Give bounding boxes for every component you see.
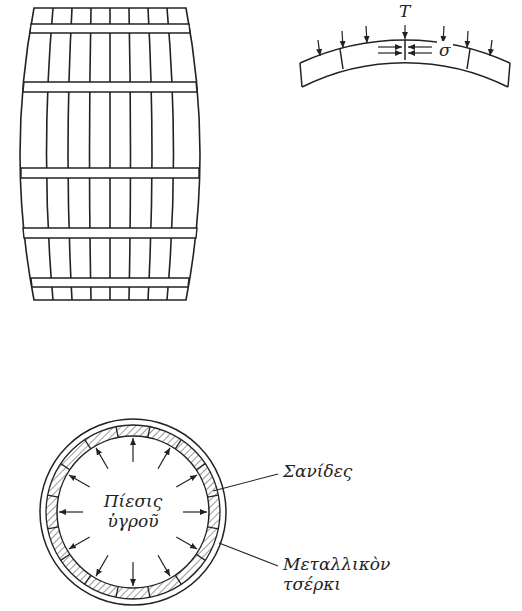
part-label: σ xyxy=(437,41,453,61)
barrel-cross-section: Πίεσις ὑγροῦ xyxy=(38,417,228,607)
part-label: Μεταλλικὸν τσέρκι xyxy=(283,555,383,594)
region-label: Πίεσις ὑγροῦ xyxy=(91,492,175,531)
stave-section xyxy=(300,25,510,87)
barrel xyxy=(20,8,200,300)
part-label: Σανίδες xyxy=(283,462,393,482)
part-label: T xyxy=(399,2,410,22)
